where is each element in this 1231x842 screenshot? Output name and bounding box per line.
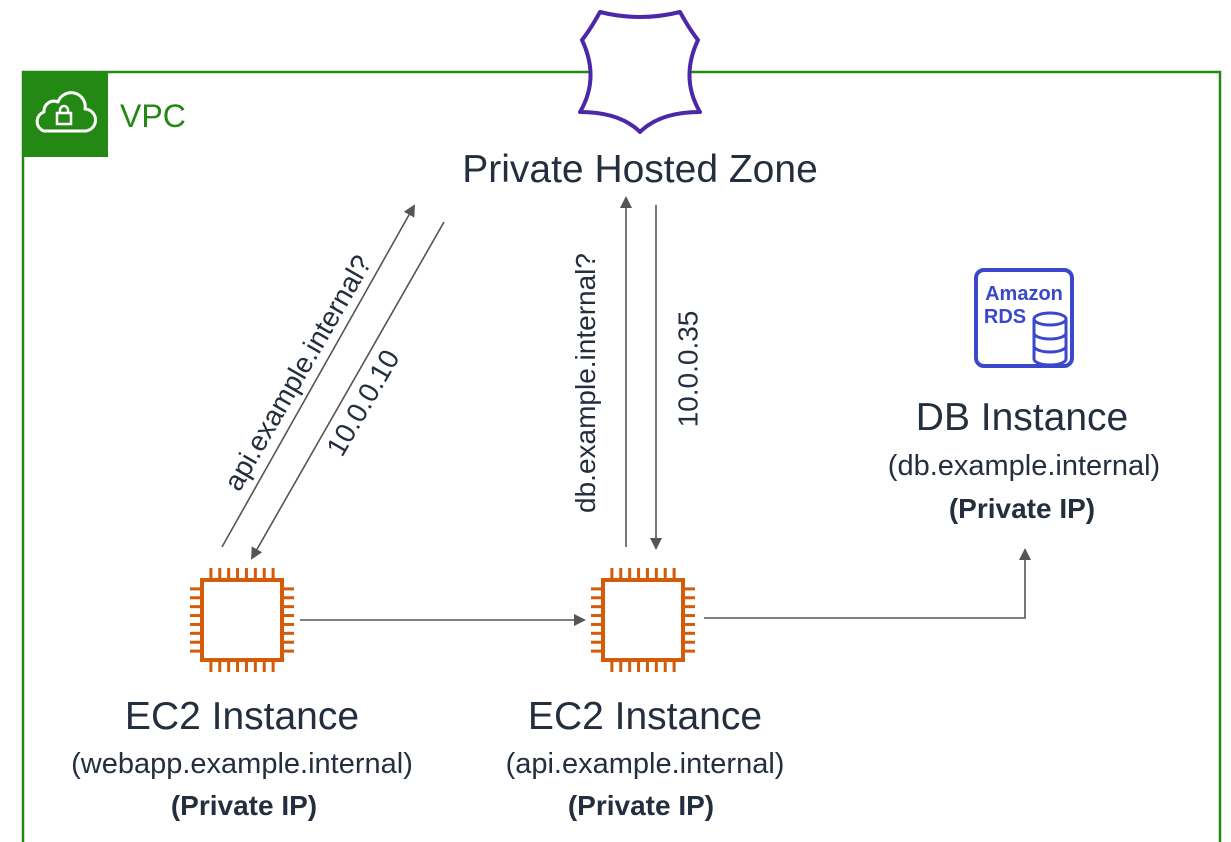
edge-api-to-db <box>704 548 1031 619</box>
ec2-chip-icon <box>591 568 695 672</box>
db-title: DB Instance <box>915 396 1129 439</box>
api-host: (api.example.internal) <box>505 748 785 780</box>
hosted-zone-title: Private Hosted Zone <box>462 148 818 191</box>
webapp-title: EC2 Instance <box>124 695 360 738</box>
edge-query-api <box>221 204 415 548</box>
rds-icon-text-rds: RDS <box>984 306 1026 328</box>
rds-icon: Amazon RDS <box>974 268 1074 368</box>
api-title: EC2 Instance <box>527 695 763 738</box>
rds-icon-text-amazon: Amazon <box>985 283 1063 305</box>
vpc-badge <box>23 72 108 157</box>
ec2-chip-icon <box>190 568 294 672</box>
edge-answer-api <box>251 221 445 560</box>
route53-shield-icon <box>578 10 702 134</box>
db-host: (db.example.internal) <box>887 450 1161 482</box>
api-ip-note: (Private IP) <box>567 790 715 821</box>
webapp-host: (webapp.example.internal) <box>71 748 413 780</box>
label-answer-db: 10.0.0.35 <box>672 310 704 428</box>
webapp-ip-note: (Private IP) <box>170 790 318 821</box>
cloud-lock-icon <box>35 91 97 133</box>
label-query-db: db.example.internal? <box>569 253 601 513</box>
database-cylinder-icon <box>1032 311 1068 367</box>
db-ip-note: (Private IP) <box>948 493 1096 524</box>
vpc-label: VPC <box>120 98 186 134</box>
